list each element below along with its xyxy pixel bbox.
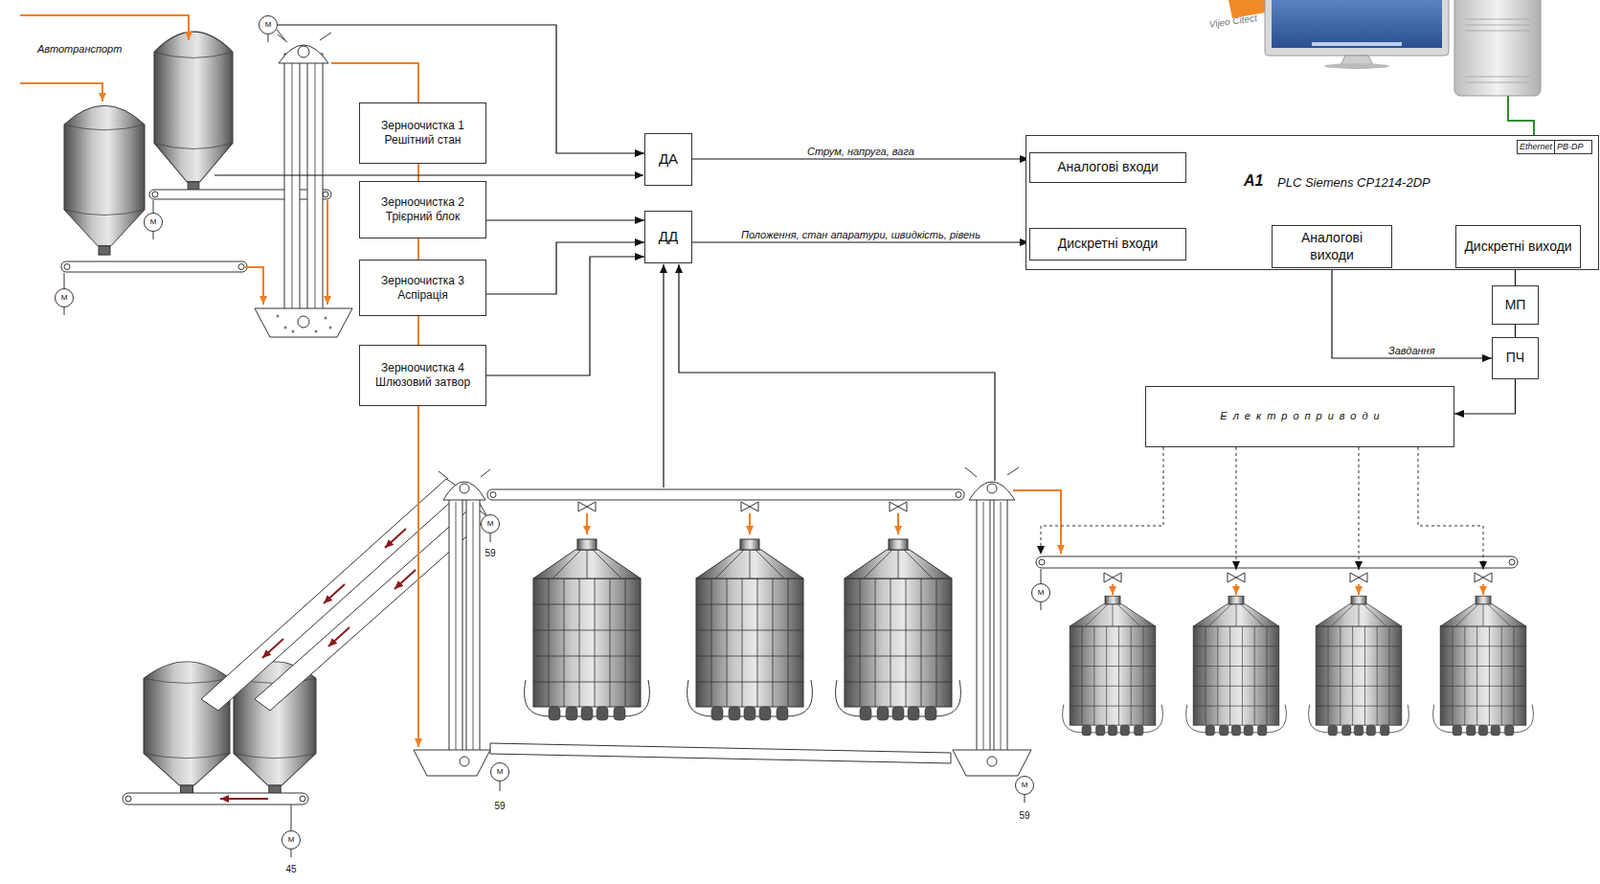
node-text: Дискретні виходи	[1464, 238, 1572, 256]
relay-box: МП	[1491, 285, 1539, 325]
node-text: M	[496, 767, 504, 776]
signal-line	[1514, 324, 1516, 338]
signal-line	[486, 256, 645, 376]
process-box: Зерноочистка 2 Трієрний блок	[359, 180, 487, 239]
node-text: M	[1021, 781, 1029, 789]
motor-symbol: M	[143, 212, 163, 232]
process-box: Зерноочистка 1 Решітний стан	[359, 102, 487, 164]
node-text: Аналогові виходи	[1279, 229, 1385, 264]
signal-line	[692, 157, 1030, 159]
motor-symbol: M	[490, 762, 510, 782]
process-box: Зерноочистка 3 Аспірація	[359, 259, 487, 316]
process-box: Зерноочистка 4 Шлюзовий затвор	[359, 344, 487, 406]
callout-number: 59	[495, 800, 506, 812]
node-text: ДА	[658, 150, 678, 169]
signal-line	[486, 219, 645, 221]
module-name: PLC Siemens CP1214-2DP	[1277, 175, 1431, 190]
signal-line	[1514, 268, 1516, 286]
io-module-box: Дискретні входи	[1029, 227, 1187, 261]
node-text: M	[288, 835, 295, 844]
node-text: Зерноочистка 1 Решітний стан	[366, 118, 479, 148]
motor-symbol: M	[1014, 775, 1035, 795]
signal-line	[692, 241, 1030, 243]
sensor-box: ДА	[644, 133, 693, 186]
sensor-box: ДД	[644, 210, 693, 264]
node-text: M	[150, 218, 158, 226]
node-text: ПЧ	[1506, 349, 1525, 367]
source-label: Автотранспорт	[37, 43, 122, 55]
node-text: Ethernet	[1519, 141, 1553, 152]
node-text: M	[265, 21, 272, 29]
signal-line	[1454, 379, 1516, 414]
io-module-box: Аналогові входи	[1029, 152, 1187, 183]
node-text: M	[61, 293, 68, 302]
node-text: Аналогові входи	[1057, 158, 1159, 177]
node-text: Зерноочистка 4 Шлюзовий затвор	[366, 360, 479, 390]
signal-label: Положення, стан апаратури, швидкість, рі…	[739, 228, 983, 241]
software-logo-text: Vijeo Citect	[1208, 12, 1258, 30]
node-text: Зерноочистка 3 Аспірація	[366, 273, 479, 303]
signal-line	[1331, 268, 1492, 359]
module-id: A1	[1243, 172, 1263, 190]
callout-number: 59	[485, 547, 496, 559]
node-text: M	[487, 519, 495, 528]
node-text: PB-DP	[1556, 141, 1584, 152]
motor-symbol: M	[1031, 583, 1051, 603]
node-text: Електроприводи	[1219, 409, 1385, 424]
signal-label: Струм, напруга, вага	[805, 145, 917, 158]
node-text: ДД	[658, 227, 678, 247]
node-text: Зерноочистка 2 Трієрний блок	[366, 195, 479, 225]
signal-line	[486, 242, 645, 294]
callout-number: 45	[286, 863, 297, 875]
motor-symbol: M	[281, 830, 301, 850]
port-tab: Ethernet	[1516, 139, 1555, 155]
callout-number: 59	[1019, 810, 1031, 821]
io-module-box: Аналогові виходи	[1271, 225, 1393, 269]
node-text: МП	[1505, 296, 1527, 315]
port-tab: PB-DP	[1554, 139, 1593, 155]
io-module-box: Дискретні виходи	[1455, 225, 1581, 269]
motor-symbol: M	[54, 288, 74, 308]
node-text: Дискретні входи	[1058, 235, 1158, 253]
signal-label: Завдання	[1386, 344, 1438, 357]
motor-symbol: M	[480, 514, 500, 534]
node-text: M	[1037, 588, 1045, 597]
drive-box: Електроприводи	[1145, 385, 1455, 448]
inverter-box: ПЧ	[1491, 337, 1539, 380]
motor-symbol: M	[258, 15, 278, 35]
plc-box: A1 PLC Siemens CP1214-2DP EthernetPB-DP Ана…	[1025, 135, 1600, 271]
